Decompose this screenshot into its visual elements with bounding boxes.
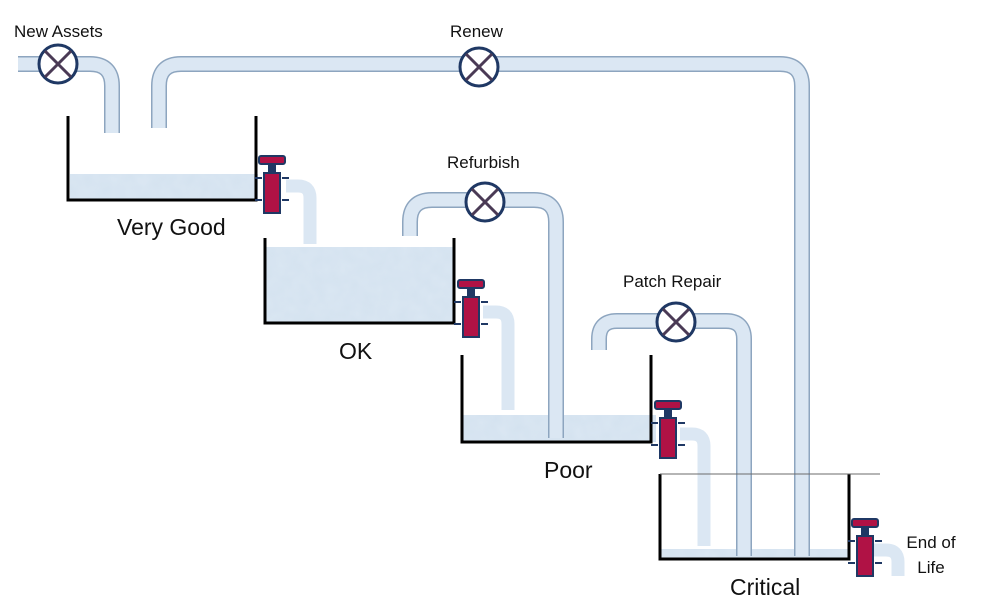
end-of-life-label-line2: Life: [917, 558, 945, 577]
critical-water: [660, 549, 850, 559]
refurbish-valve-icon: [464, 181, 506, 223]
ok-label: OK: [339, 338, 373, 364]
ok-tap-icon: [454, 279, 488, 338]
poor-tank: [460, 355, 653, 444]
patch-repair-valve-icon: [655, 301, 697, 343]
pipes: [18, 56, 905, 576]
flow-valves: [37, 43, 697, 343]
ok-outflow: [483, 305, 515, 410]
tanks: [66, 116, 880, 561]
ok-water: [266, 247, 454, 323]
poor-tap-icon: [651, 400, 685, 459]
critical-tank: [658, 474, 851, 561]
poor-label: Poor: [544, 457, 593, 483]
renew-label: Renew: [450, 22, 503, 41]
water-levels: [70, 174, 850, 559]
patch-repair-label: Patch Repair: [623, 272, 722, 291]
tap-valves: [255, 155, 882, 577]
ok-tank: [263, 238, 456, 325]
renew-valve-icon: [458, 46, 500, 88]
very-good-label: Very Good: [117, 214, 226, 240]
very-good-tap-icon: [255, 155, 289, 214]
new-assets-label: New Assets: [14, 22, 103, 41]
very-good-water: [70, 174, 258, 200]
new-assets-pipe: [18, 56, 120, 133]
end-of-life-tap-icon: [848, 518, 882, 577]
end-of-life-label-line1: End of: [906, 533, 956, 552]
very-good-tank: [66, 116, 258, 202]
end-of-life-outflow: [874, 543, 905, 576]
refurbish-label: Refurbish: [447, 153, 520, 172]
poor-outflow: [680, 427, 711, 546]
critical-label: Critical: [730, 574, 801, 600]
very-good-outflow: [286, 179, 317, 244]
new-assets-valve-icon: [37, 43, 79, 85]
